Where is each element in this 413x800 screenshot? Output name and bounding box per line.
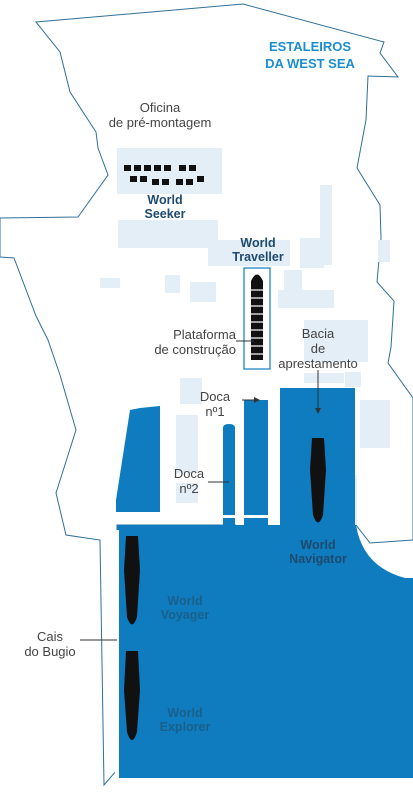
label-doca-1: Doca nº1: [190, 389, 240, 419]
building: [180, 378, 202, 404]
building: [165, 275, 180, 293]
doca-2: [223, 424, 235, 525]
doca-1-gate: [244, 515, 268, 518]
label-cais-line1: Cais: [36, 629, 63, 644]
label-world-traveller-line2: Traveller: [232, 250, 284, 264]
doca-1: [244, 400, 268, 525]
ship-world-explorer: [124, 651, 140, 740]
label-world-seeker: World Seeker: [125, 193, 205, 221]
dock-separator: [268, 388, 280, 525]
map-title-line1: ESTALEIROS: [268, 39, 352, 54]
label-plataforma: Plataforma de construção: [128, 327, 236, 357]
label-oficina-line2: de pré-montagem: [108, 115, 212, 130]
label-world-navigator-line1: World: [300, 538, 336, 552]
ship-world-navigator: [310, 438, 326, 523]
label-bacia: Bacia de aprestamento: [273, 326, 363, 371]
ship-world-traveller: [251, 274, 263, 360]
doca-2-gate: [223, 515, 235, 518]
label-world-traveller-line1: World: [240, 236, 276, 250]
label-world-explorer: World Explorer: [145, 706, 225, 734]
cais-finger: [116, 406, 160, 512]
ship-world-voyager: [124, 536, 140, 625]
doca1-arrow: [254, 397, 260, 403]
label-bacia-line1: Bacia: [301, 326, 335, 341]
bacia-arrow: [315, 408, 321, 414]
building: [278, 290, 334, 308]
building: [176, 415, 198, 473]
building: [304, 373, 344, 383]
building: [378, 240, 390, 262]
label-bacia-line3: aprestamento: [278, 356, 358, 371]
building: [176, 483, 198, 503]
building: [304, 320, 368, 362]
map-title: ESTALEIROS DA WEST SEA: [250, 38, 370, 72]
building: [360, 400, 390, 448]
label-world-seeker-line1: World: [147, 193, 183, 207]
construction-platform: [243, 267, 271, 370]
label-plataforma-line2: de construção: [154, 342, 236, 357]
building: [208, 240, 290, 266]
label-world-navigator-line2: Navigator: [289, 552, 347, 566]
label-plataforma-line1: Plataforma: [173, 327, 236, 342]
label-bacia-line2: de: [310, 341, 326, 356]
label-world-voyager-line2: Voyager: [160, 608, 210, 622]
label-world-voyager-line1: World: [167, 594, 203, 608]
label-world-explorer-line1: World: [167, 706, 203, 720]
building: [118, 220, 218, 248]
building: [345, 372, 361, 387]
label-world-seeker-line2: Seeker: [144, 207, 186, 221]
dock-gates: [223, 388, 280, 525]
label-oficina: Oficina de pré-montagem: [95, 100, 225, 130]
map-title-line2: DA WEST SEA: [265, 56, 355, 71]
building: [320, 185, 332, 265]
label-doca-2-line2: nº2: [179, 481, 199, 496]
workshop-blocks: [124, 165, 204, 185]
label-world-voyager: World Voyager: [145, 594, 225, 622]
label-doca-2-line1: Doca: [173, 466, 205, 481]
label-doca-2: Doca nº2: [167, 466, 211, 496]
label-world-explorer-line2: Explorer: [159, 720, 211, 734]
label-cais-line2: do Bugio: [24, 644, 76, 659]
label-cais-do-bugio: Cais do Bugio: [20, 629, 80, 659]
label-oficina-line1: Oficina: [139, 100, 181, 115]
building: [284, 270, 302, 290]
building: [100, 278, 120, 288]
label-world-traveller: World Traveller: [218, 236, 298, 264]
label-doca-1-line1: Doca: [199, 389, 231, 404]
water: [116, 388, 413, 778]
water-basin-main: [117, 525, 413, 778]
label-doca-1-line2: nº1: [205, 404, 225, 419]
label-world-navigator: World Navigator: [278, 538, 358, 566]
dock-separator: [236, 400, 244, 525]
building: [190, 282, 216, 302]
